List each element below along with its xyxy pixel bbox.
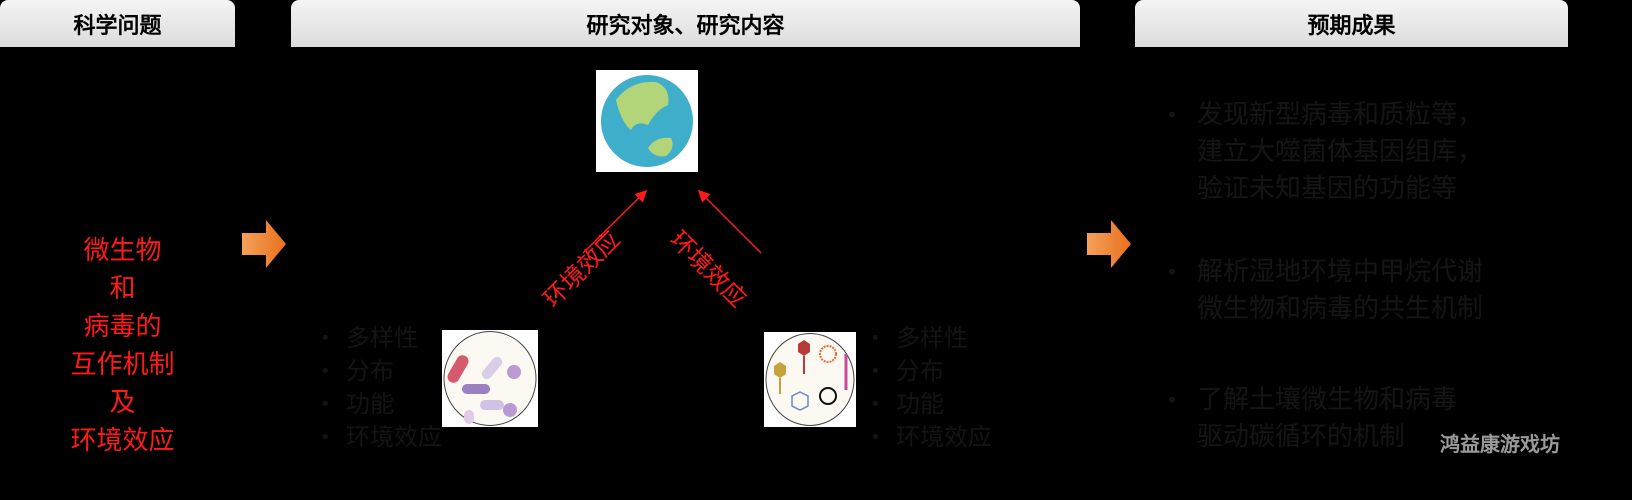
- effect-label-left: 环境效应: [537, 225, 626, 314]
- outcome-1: 发现新型病毒和质粒等， 建立大噬菌体基因组库， 验证未知基因的功能等: [1166, 97, 1506, 208]
- outcome-line: 验证未知基因的功能等: [1197, 174, 1458, 204]
- list-item: 功能: [870, 388, 992, 421]
- viruses-image: [764, 332, 856, 427]
- arrow-right-icon: [242, 220, 286, 268]
- list-item: 多样性: [320, 322, 442, 355]
- outcome-line: 驱动碳循环的机制: [1197, 422, 1406, 452]
- header-science-question: 科学问题: [0, 0, 235, 47]
- list-item: 环境效应: [870, 421, 992, 454]
- question-line: 微生物: [83, 236, 162, 266]
- question-line: 病毒的: [83, 312, 162, 342]
- science-question-text: 微生物 和 病毒的 互作机制 及 环境效应: [40, 232, 205, 460]
- list-item: 分布: [320, 355, 442, 388]
- list-item: 多样性: [870, 322, 992, 355]
- virus-research-list: 多样性 分布 功能 环境效应: [870, 322, 992, 454]
- outcome-2: 解析湿地环境中甲烷代谢 微生物和病毒的共生机制: [1166, 254, 1506, 328]
- arrow-right-icon: [1087, 220, 1131, 268]
- header-research-content: 研究对象、研究内容: [291, 0, 1080, 47]
- outcome-line: 建立大噬菌体基因组库，: [1197, 137, 1484, 167]
- list-item: 分布: [870, 355, 992, 388]
- outcome-line: 发现新型病毒和质粒等，: [1166, 97, 1506, 134]
- question-line: 及: [109, 388, 136, 418]
- outcome-line: 了解土壤微生物和病毒: [1166, 382, 1506, 419]
- outcome-3: 了解土壤微生物和病毒 驱动碳循环的机制: [1166, 382, 1506, 456]
- microbes-image: [442, 330, 538, 427]
- watermark: 鸿益康游戏坊: [1440, 432, 1560, 456]
- list-item: 环境效应: [320, 421, 442, 454]
- outcome-line: 微生物和病毒的共生机制: [1197, 294, 1484, 324]
- microbe-research-list: 多样性 分布 功能 环境效应: [320, 322, 442, 454]
- question-line: 互作机制: [70, 350, 175, 380]
- question-line: 环境效应: [70, 426, 175, 456]
- globe-image: [596, 70, 698, 172]
- list-item: 功能: [320, 388, 442, 421]
- effect-label-right: 环境效应: [664, 225, 753, 314]
- question-line: 和: [109, 274, 136, 304]
- outcome-line: 解析湿地环境中甲烷代谢: [1166, 254, 1506, 291]
- header-expected-results: 预期成果: [1135, 0, 1568, 47]
